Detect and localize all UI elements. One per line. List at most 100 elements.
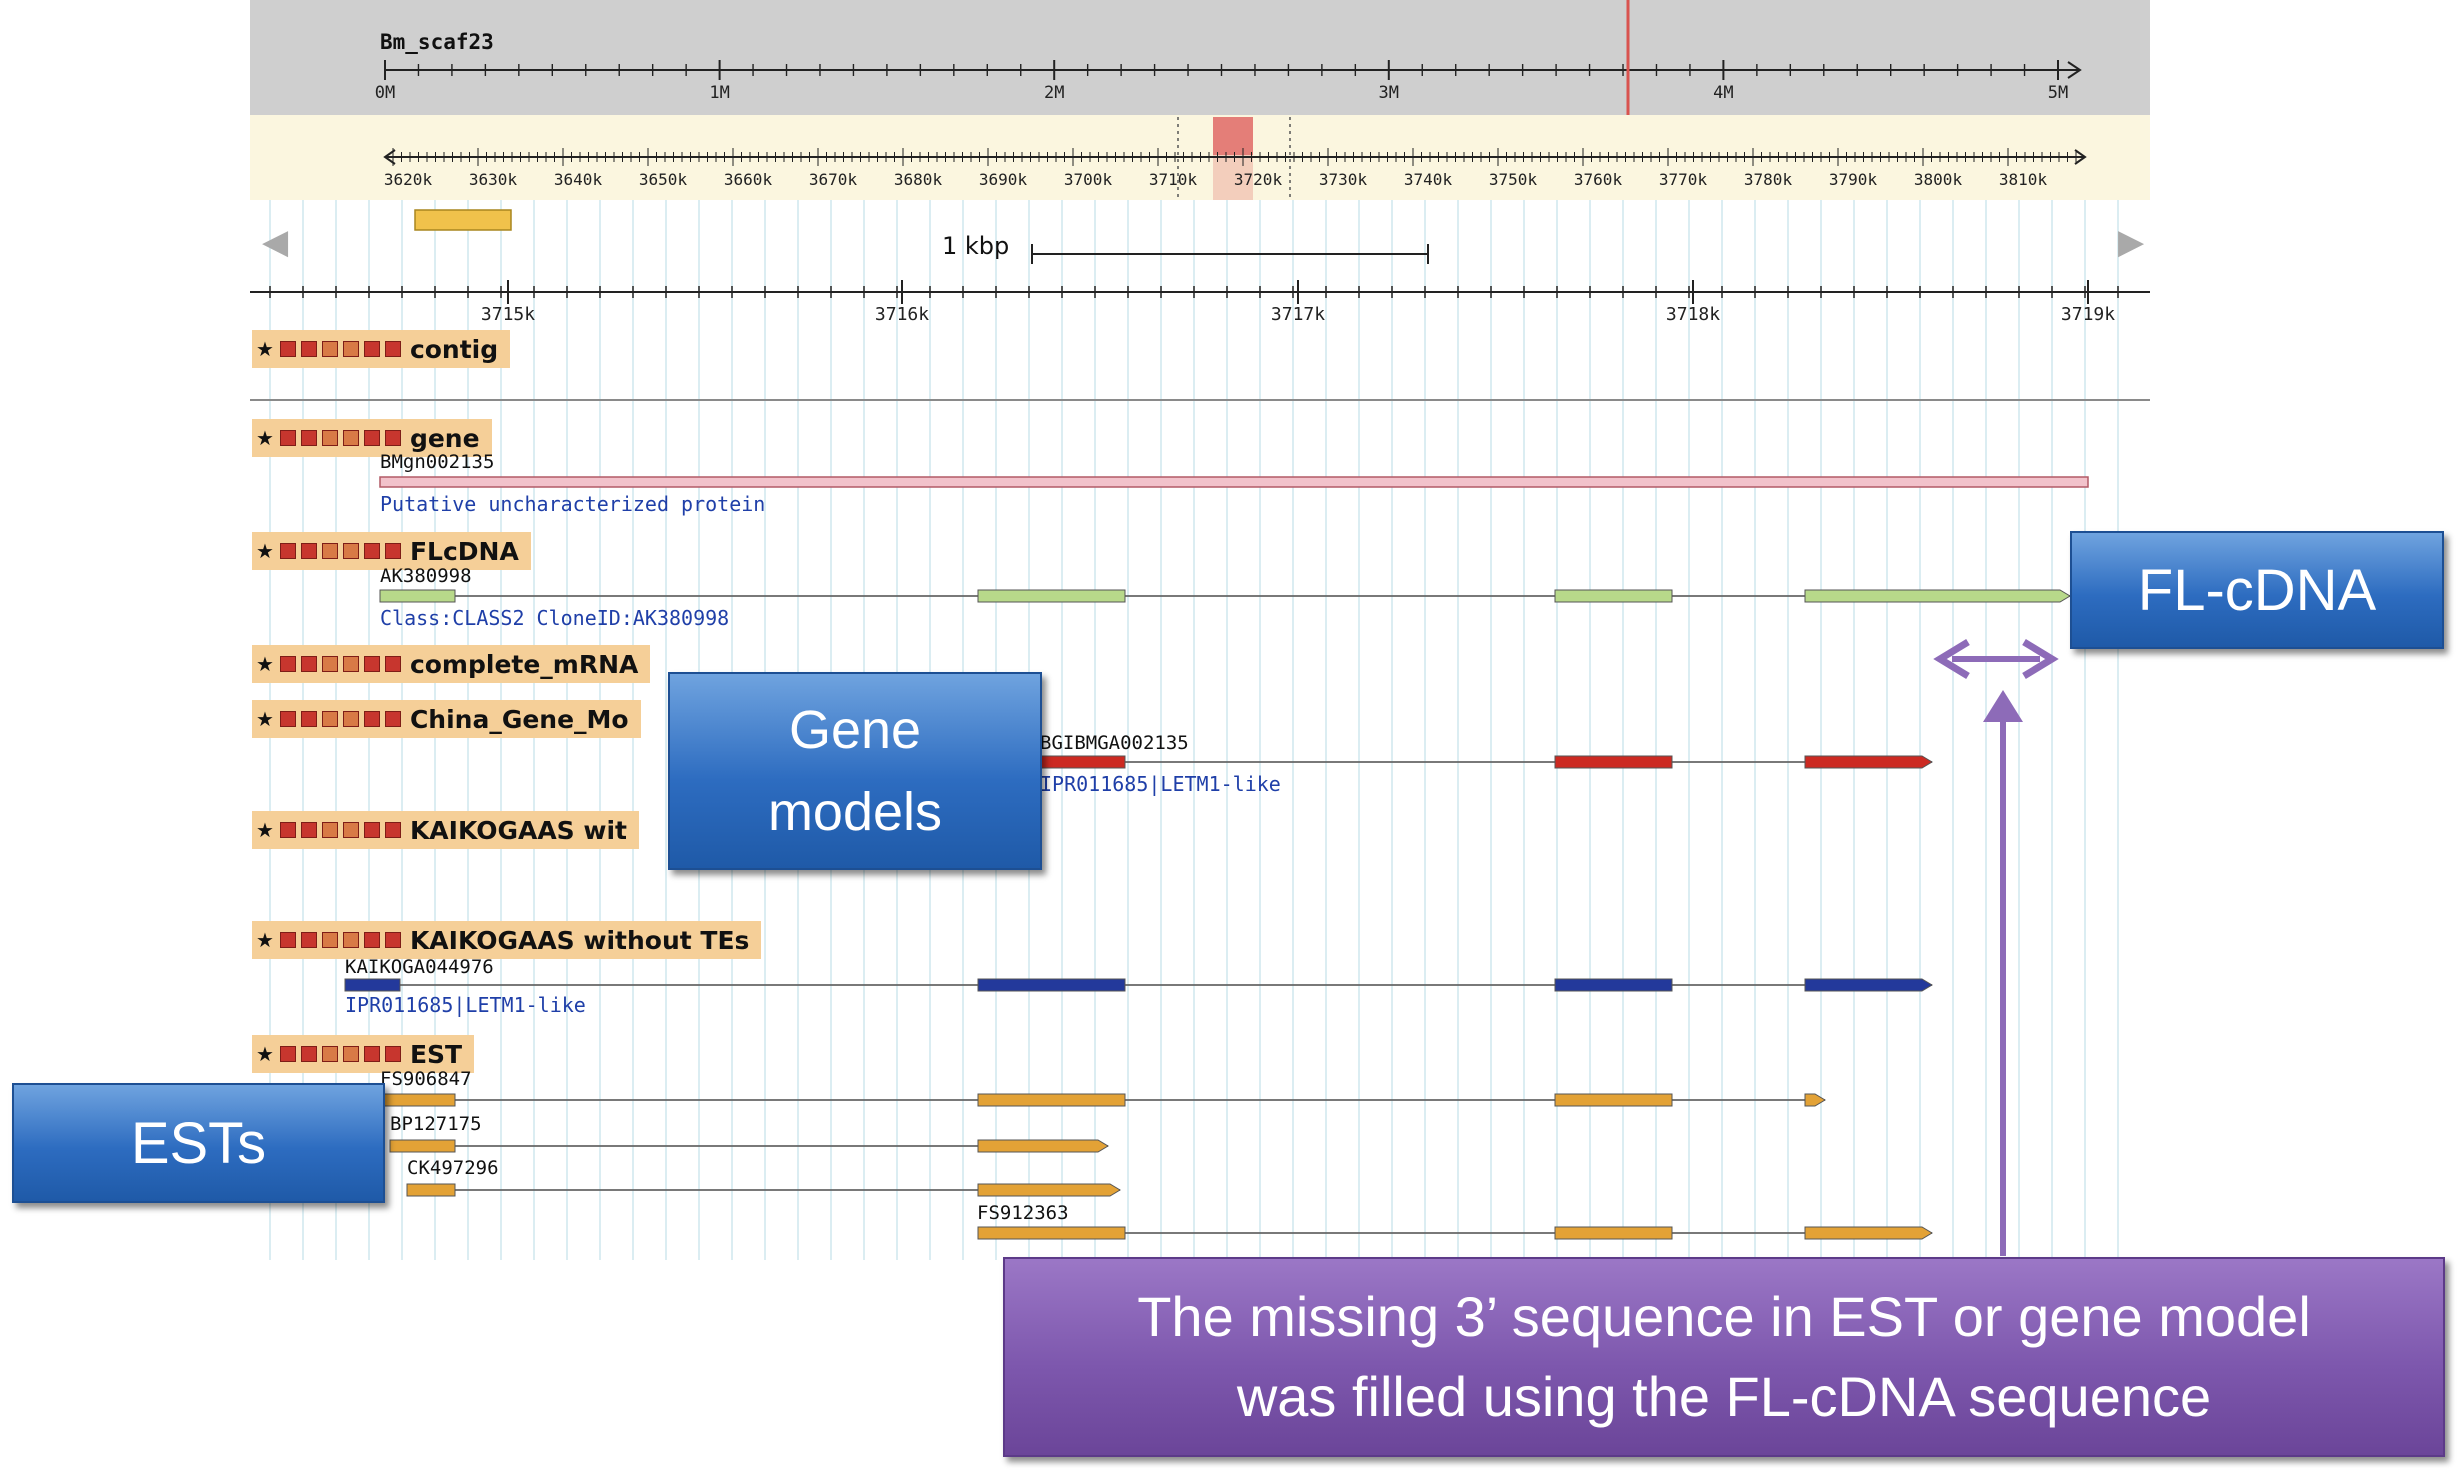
resize-track-icon[interactable]	[342, 711, 359, 727]
flcdna-exon	[379, 589, 456, 603]
favorite-star-icon[interactable]: ★	[256, 539, 274, 563]
favorite-star-icon[interactable]: ★	[256, 818, 274, 842]
favorite-star-icon[interactable]: ★	[256, 426, 274, 450]
ruler-arrow-icon	[2067, 61, 2082, 79]
help-track-icon[interactable]	[384, 656, 401, 672]
share-track-icon[interactable]	[321, 341, 338, 357]
collapse-track-icon[interactable]	[279, 341, 296, 357]
track-header-contig[interactable]: ★ contig	[252, 330, 511, 368]
est-feature-name[interactable]: BP127175	[390, 1113, 482, 1135]
feature-name[interactable]: KAIKOGA044976	[345, 956, 494, 978]
help-track-icon[interactable]	[384, 822, 401, 838]
collapse-track-icon[interactable]	[279, 822, 296, 838]
resize-track-icon[interactable]	[342, 341, 359, 357]
est-feature-name[interactable]: FS912363	[977, 1202, 1069, 1224]
favorite-star-icon[interactable]: ★	[256, 707, 274, 731]
help-track-icon[interactable]	[384, 341, 401, 357]
feature-name[interactable]: AK380998	[380, 565, 472, 587]
collapse-track-icon[interactable]	[279, 1046, 296, 1062]
close-track-icon[interactable]	[300, 543, 317, 559]
help-track-icon[interactable]	[384, 711, 401, 727]
close-track-icon[interactable]	[300, 656, 317, 672]
collapse-track-icon[interactable]	[279, 430, 296, 446]
scaffold-tick-label: 4M	[1713, 83, 1733, 103]
detail-tick-label: 3717k	[1271, 304, 1325, 325]
close-track-icon[interactable]	[300, 932, 317, 948]
configure-track-icon[interactable]	[363, 1046, 380, 1062]
region-tick-label: 3770k	[1659, 170, 1708, 189]
share-track-icon[interactable]	[321, 822, 338, 838]
favorite-star-icon[interactable]: ★	[256, 337, 274, 361]
resize-track-icon[interactable]	[342, 822, 359, 838]
configure-track-icon[interactable]	[363, 822, 380, 838]
close-track-icon[interactable]	[300, 822, 317, 838]
close-track-icon[interactable]	[300, 1046, 317, 1062]
track-header-est[interactable]: ★ EST	[252, 1035, 475, 1073]
track-header-complete-mrna[interactable]: ★ complete_mRNA	[252, 645, 651, 683]
fl-cdna-callout: FL-cDNA	[2070, 531, 2444, 649]
region-tick-label: 3720k	[1234, 170, 1283, 189]
share-track-icon[interactable]	[321, 1046, 338, 1062]
china-gene-exon	[1804, 755, 1933, 769]
resize-track-icon[interactable]	[342, 543, 359, 559]
configure-track-icon[interactable]	[363, 430, 380, 446]
region-tick-label: 3780k	[1744, 170, 1793, 189]
region-tick-label: 3810k	[1999, 170, 2048, 189]
track-header-flcdna[interactable]: ★ FLcDNA	[252, 532, 531, 570]
configure-track-icon[interactable]	[363, 656, 380, 672]
share-track-icon[interactable]	[321, 543, 338, 559]
collapse-track-icon[interactable]	[279, 932, 296, 948]
est-fs912363-exon	[1804, 1226, 1933, 1240]
share-track-icon[interactable]	[321, 656, 338, 672]
collapse-track-icon[interactable]	[279, 543, 296, 559]
resize-track-icon[interactable]	[342, 1046, 359, 1062]
est-feature-name[interactable]: CK497296	[407, 1157, 499, 1179]
est-feature-name[interactable]: FS906847	[380, 1068, 472, 1090]
feature-description: IPR011685|LETM1-like	[1040, 772, 1281, 796]
callout-line: Gene	[788, 700, 922, 760]
collapse-track-icon[interactable]	[279, 711, 296, 727]
kaikogaas-exon	[1804, 978, 1933, 992]
close-track-icon[interactable]	[300, 711, 317, 727]
configure-track-icon[interactable]	[363, 711, 380, 727]
configure-track-icon[interactable]	[363, 543, 380, 559]
help-track-icon[interactable]	[384, 932, 401, 948]
resize-track-icon[interactable]	[342, 932, 359, 948]
feature-description: Putative uncharacterized protein	[380, 492, 766, 516]
favorite-star-icon[interactable]: ★	[256, 1042, 274, 1066]
close-track-icon[interactable]	[300, 430, 317, 446]
help-track-icon[interactable]	[384, 430, 401, 446]
configure-track-icon[interactable]	[363, 932, 380, 948]
region-tick-label: 3760k	[1574, 170, 1623, 189]
share-track-icon[interactable]	[321, 932, 338, 948]
collapse-track-icon[interactable]	[279, 656, 296, 672]
track-header-china-gene-model[interactable]: ★ China_Gene_Mo	[252, 700, 641, 738]
track-header-kaikogaas-without-tes[interactable]: ★ KAIKOGAAS without TEs	[252, 921, 762, 959]
est-fs906847-exon	[1804, 1093, 1826, 1107]
est-bp127175-exon	[977, 1139, 1109, 1153]
help-track-icon[interactable]	[384, 543, 401, 559]
favorite-star-icon[interactable]: ★	[256, 928, 274, 952]
resize-track-icon[interactable]	[342, 656, 359, 672]
close-track-icon[interactable]	[300, 341, 317, 357]
region-left-arrow-icon	[383, 149, 396, 165]
resize-track-icon[interactable]	[342, 430, 359, 446]
help-track-icon[interactable]	[384, 1046, 401, 1062]
scroll-left-icon[interactable]: ◀	[262, 222, 289, 262]
gene-models-callout: Gene models	[668, 672, 1042, 870]
track-header-gene[interactable]: ★ gene	[252, 419, 492, 457]
detail-tick-label: 3716k	[875, 304, 929, 325]
share-track-icon[interactable]	[321, 430, 338, 446]
scroll-right-icon[interactable]: ▶	[2118, 222, 2145, 262]
share-track-icon[interactable]	[321, 711, 338, 727]
track-header-kaikogaas-with-tes[interactable]: ★ KAIKOGAAS wit	[252, 811, 640, 849]
feature-name[interactable]: BGIBMGA002135	[1040, 732, 1189, 754]
region-tick-label: 3670k	[809, 170, 858, 189]
favorite-star-icon[interactable]: ★	[256, 652, 274, 676]
configure-track-icon[interactable]	[363, 341, 380, 357]
feature-name[interactable]: BMgn002135	[380, 451, 495, 473]
